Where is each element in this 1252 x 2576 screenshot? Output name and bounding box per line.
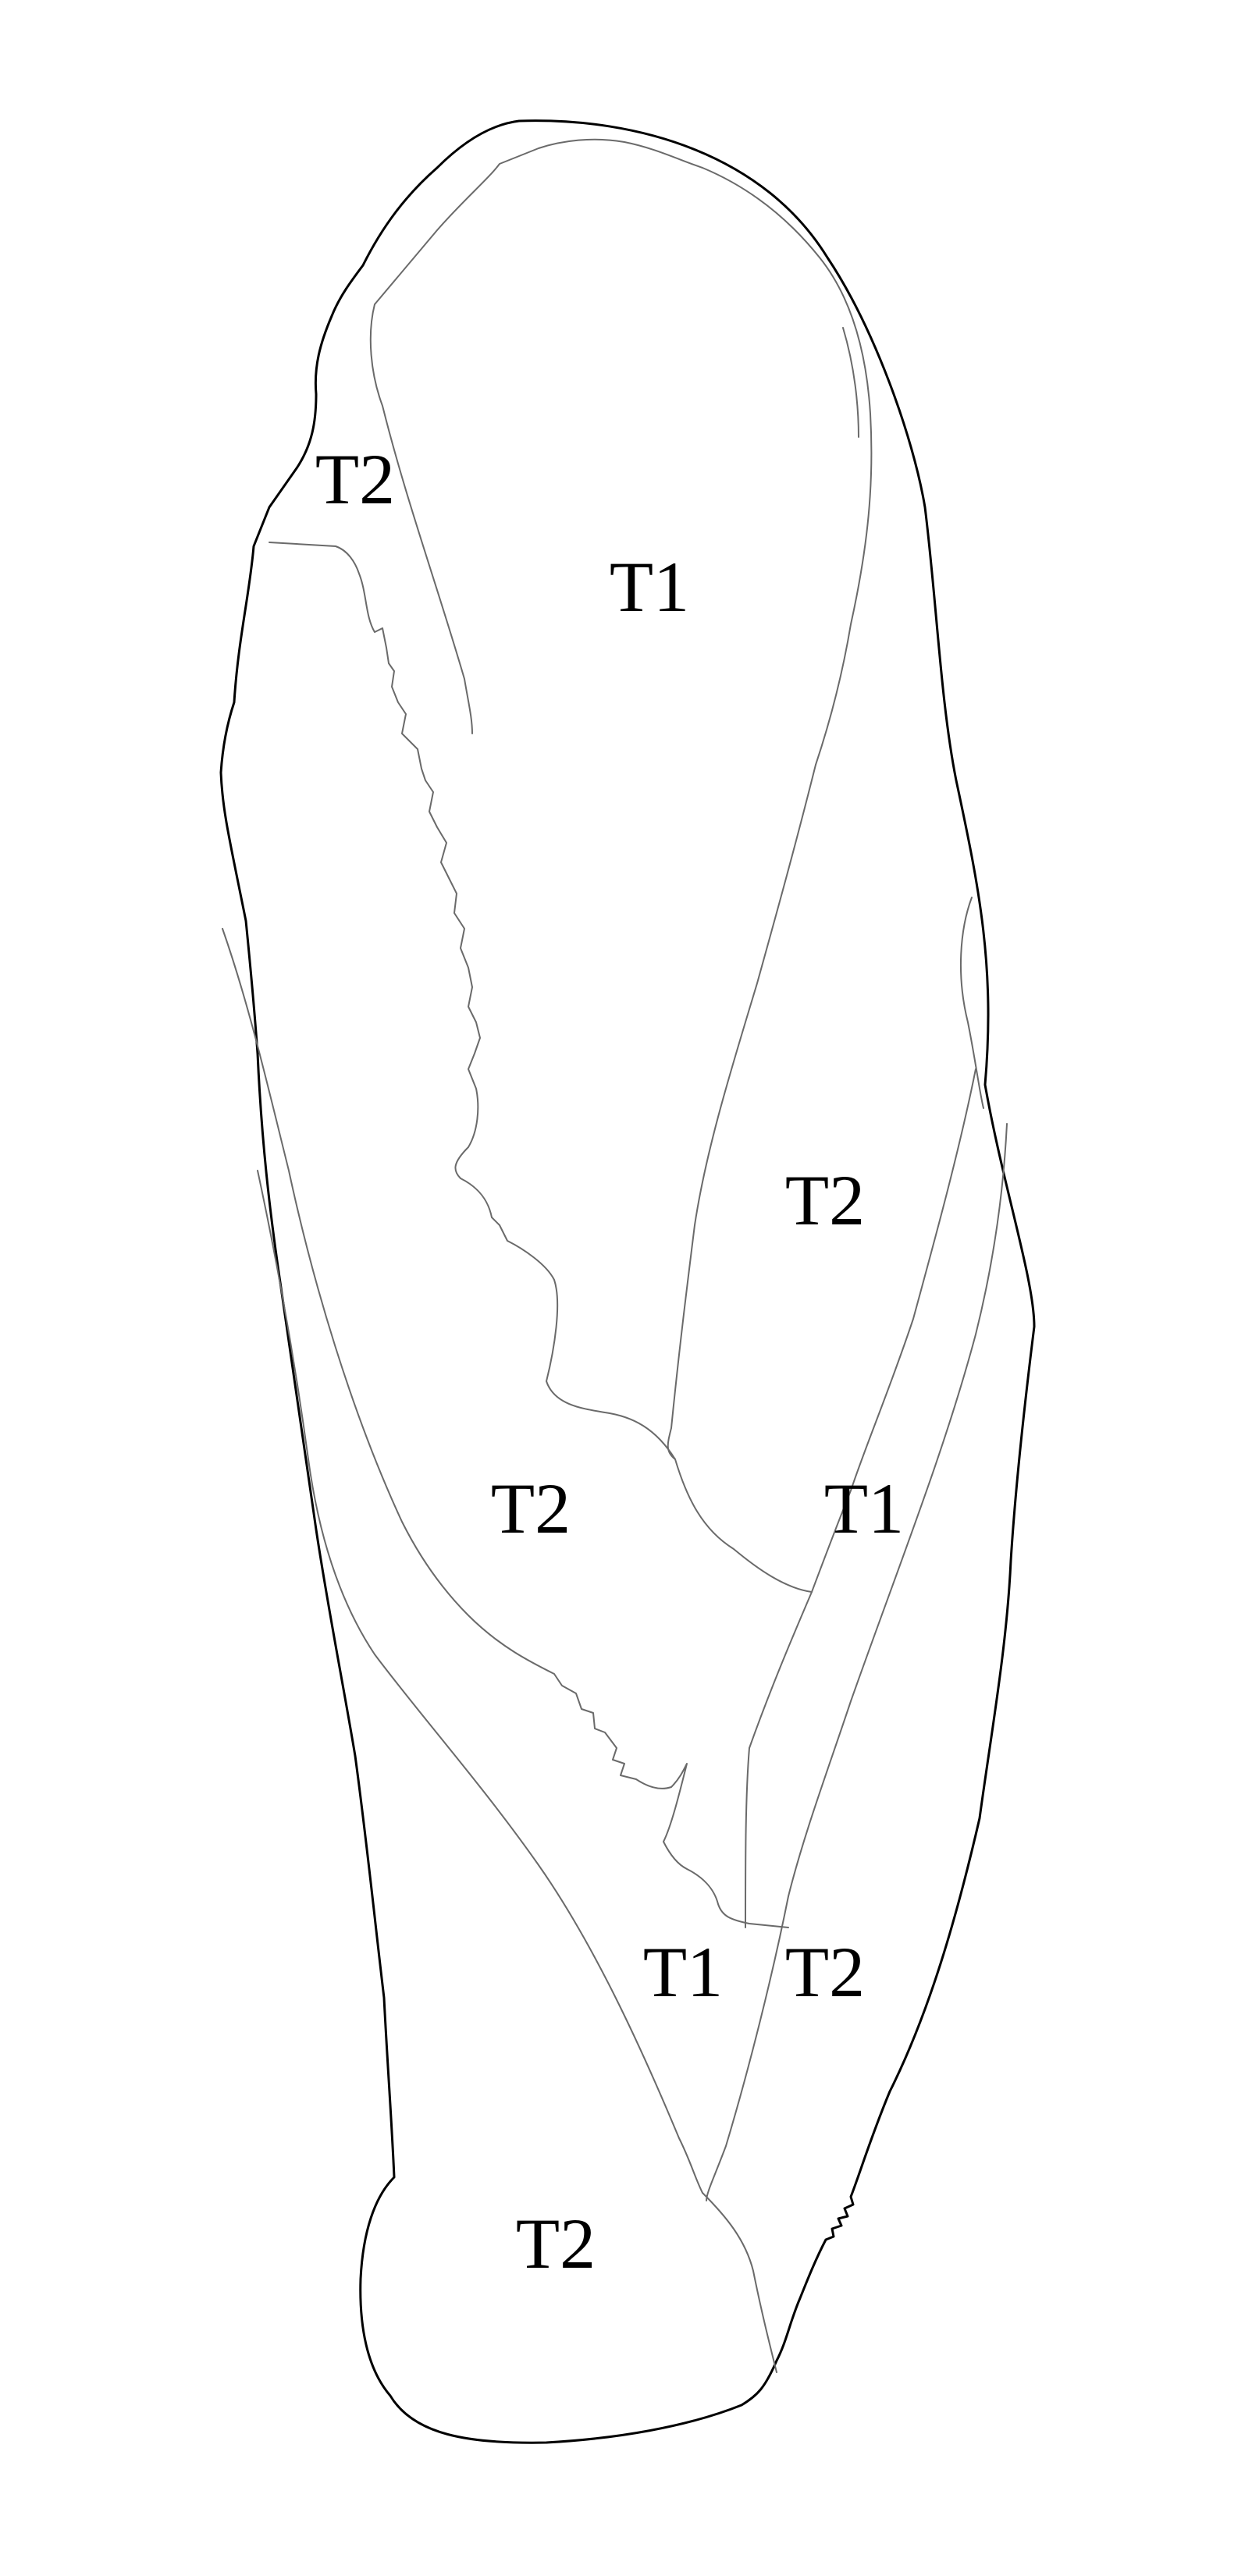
- scar-line: [222, 928, 789, 1928]
- region-label-t2: T2: [315, 439, 395, 519]
- scar-line: [374, 138, 873, 766]
- region-label-t2: T2: [491, 1469, 571, 1548]
- scar-line: [702, 2192, 777, 2373]
- scar-line: [667, 764, 816, 1460]
- scar-line: [674, 1459, 813, 1593]
- region-label-t2: T2: [785, 1160, 865, 1240]
- region-label-t1: T1: [824, 1469, 904, 1548]
- scar-line: [959, 897, 984, 1109]
- scar-line: [369, 304, 473, 734]
- region-label-t2: T2: [516, 2204, 596, 2283]
- scar-line: [706, 1896, 789, 2201]
- scar-line: [749, 1068, 976, 1749]
- region-label-t2: T2: [785, 1932, 865, 2012]
- scar-line: [257, 1170, 703, 2194]
- region-label-t1: T1: [643, 1932, 723, 2012]
- scar-line: [745, 1747, 750, 1928]
- scar-line: [269, 542, 676, 1460]
- region-label-t1: T1: [610, 547, 689, 627]
- artifact-outline: [219, 119, 1036, 2444]
- scar-line: [842, 327, 859, 438]
- scar-line: [788, 1123, 1008, 1897]
